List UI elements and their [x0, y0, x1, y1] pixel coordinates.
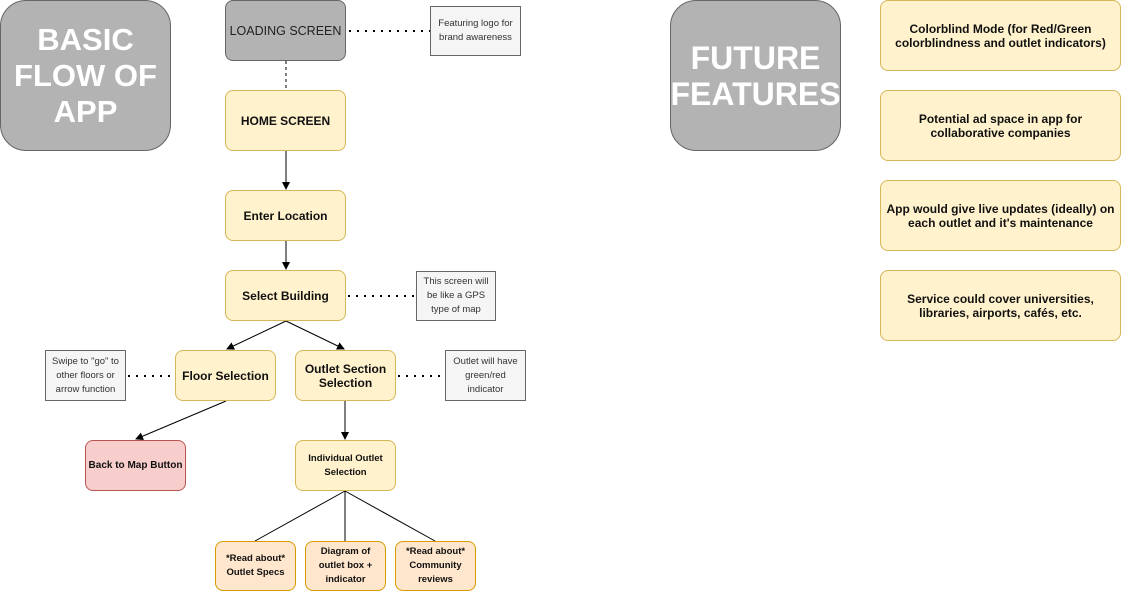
edge-floor-back	[135, 400, 227, 440]
note-logo-text: Featuring logo for brand awareness	[438, 18, 513, 43]
note-gps-text: This screen will be like a GPS type of m…	[423, 276, 489, 315]
outlet-section-node[interactable]: Outlet Section Selection	[295, 350, 396, 401]
note-gps: This screen will be like a GPS type of m…	[416, 271, 496, 321]
back-to-map-label: Back to Map Button	[88, 460, 183, 471]
future-feature-live-updates[interactable]: App would give live updates (ideally) on…	[880, 180, 1121, 251]
outlet-section-label: Outlet Section Selection	[304, 361, 387, 390]
note-indicator: Outlet will have green/red indicator	[445, 350, 526, 401]
enter-location-node[interactable]: Enter Location	[225, 190, 346, 241]
future-feature-service-coverage-text: Service could cover universities, librar…	[907, 291, 1094, 320]
future-feature-ad-space[interactable]: Potential ad space in app for collaborat…	[880, 90, 1121, 161]
future-feature-colorblind-text: Colorblind Mode (for Red/Green colorblin…	[895, 21, 1106, 50]
note-swipe: Swipe to "go" to other floors or arrow f…	[45, 350, 126, 401]
basic-flow-title: BASIC FLOW OF APP	[0, 0, 171, 151]
basic-flow-title-text: BASIC FLOW OF APP	[14, 21, 157, 129]
select-building-label: Select Building	[242, 288, 329, 303]
enter-location-label: Enter Location	[243, 208, 328, 223]
outlet-specs-node[interactable]: *Read about* Outlet Specs	[215, 541, 296, 591]
outlet-specs-label: *Read about* Outlet Specs	[225, 553, 286, 578]
diagram-box-label: Diagram of outlet box + indicator	[318, 546, 373, 585]
individual-outlet-label: Individual Outlet Selection	[308, 452, 383, 478]
note-indicator-text: Outlet will have green/red indicator	[453, 355, 518, 395]
future-feature-colorblind[interactable]: Colorblind Mode (for Red/Green colorblin…	[880, 0, 1121, 71]
community-reviews-node[interactable]: *Read about* Community reviews	[395, 541, 476, 591]
edge-individual-reviews	[344, 490, 436, 542]
floor-selection-node[interactable]: Floor Selection	[175, 350, 276, 401]
community-reviews-label: *Read about* Community reviews	[405, 546, 466, 585]
loading-screen-node[interactable]: LOADING SCREEN	[225, 0, 346, 61]
future-features-title-text: FUTURE FEATURES	[670, 39, 841, 112]
individual-outlet-node[interactable]: Individual Outlet Selection	[295, 440, 396, 491]
floor-selection-label: Floor Selection	[182, 368, 269, 383]
edge-select-floor	[226, 320, 287, 350]
future-feature-service-coverage[interactable]: Service could cover universities, librar…	[880, 270, 1121, 341]
edge-individual-specs	[254, 490, 346, 542]
home-screen-label: HOME SCREEN	[240, 113, 331, 128]
note-logo: Featuring logo for brand awareness	[430, 6, 521, 56]
future-feature-ad-space-text: Potential ad space in app for collaborat…	[918, 111, 1083, 140]
diagram-box-node[interactable]: Diagram of outlet box + indicator	[305, 541, 386, 591]
home-screen-node[interactable]: HOME SCREEN	[225, 90, 346, 151]
select-building-node[interactable]: Select Building	[225, 270, 346, 321]
note-swipe-text: Swipe to "go" to other floors or arrow f…	[52, 355, 119, 395]
edge-select-outlet	[285, 320, 345, 350]
back-to-map-node[interactable]: Back to Map Button	[85, 440, 186, 491]
future-feature-live-updates-text: App would give live updates (ideally) on…	[886, 201, 1115, 230]
future-features-title: FUTURE FEATURES	[670, 0, 841, 151]
loading-screen-label: LOADING SCREEN	[229, 23, 342, 38]
